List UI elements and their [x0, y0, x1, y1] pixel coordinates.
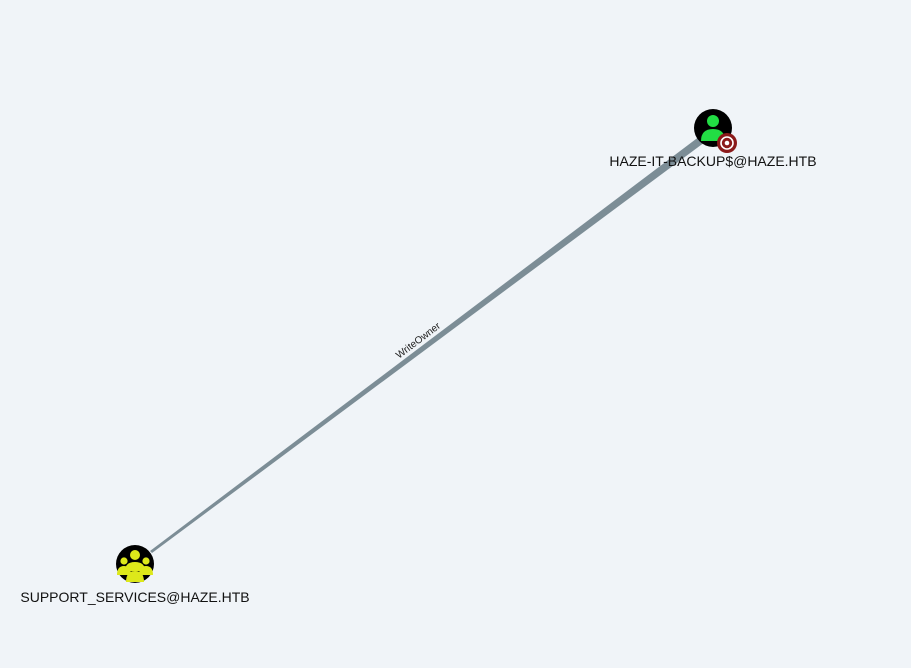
edge-writeowner[interactable]: WriteOwner [150, 136, 705, 553]
node-support-services[interactable]: SUPPORT_SERVICES@HAZE.HTB [20, 545, 250, 605]
node-label: SUPPORT_SERVICES@HAZE.HTB [20, 589, 249, 605]
group-icon [117, 550, 153, 582]
node-haze-it-backup[interactable]: HAZE-IT-BACKUP$@HAZE.HTB [609, 109, 817, 169]
edge-line[interactable] [150, 136, 705, 553]
node-label: HAZE-IT-BACKUP$@HAZE.HTB [609, 153, 816, 169]
target-icon [717, 133, 737, 153]
